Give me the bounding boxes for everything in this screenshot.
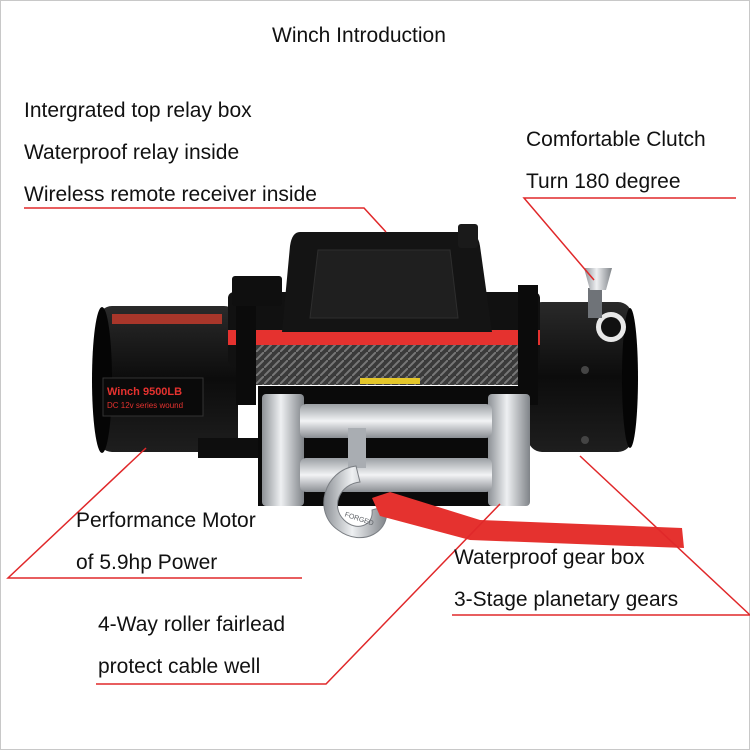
- clutch-knob: [584, 268, 612, 318]
- relay-box: [232, 224, 492, 332]
- motor-callout-line1: Performance Motor: [76, 509, 256, 532]
- red-strap: [372, 492, 684, 548]
- motor-leader-line: [6, 447, 302, 579]
- hook: [323, 428, 388, 539]
- clutch-leader-line: [522, 197, 736, 281]
- gear-box-housing: [528, 302, 638, 452]
- model-label: Winch 9500LB: [107, 386, 183, 398]
- fairlead-callout-line1: 4-Way roller fairlead: [98, 613, 286, 636]
- relay-leader-line: [24, 207, 387, 233]
- relay-callout-line3: Wireless remote receiver inside: [24, 183, 317, 206]
- page-title: Winch Introduction: [272, 24, 446, 47]
- spec-label: DC 12v series wound: [107, 401, 184, 410]
- gear-callout-line2: 3-Stage planetary gears: [454, 588, 679, 611]
- clutch-callout-line1: Comfortable Clutch: [526, 128, 706, 151]
- motor-callout-line2: of 5.9hp Power: [76, 551, 218, 574]
- clutch-callout-line2: Turn 180 degree: [526, 170, 681, 193]
- fairlead-leader-line: [96, 503, 501, 685]
- gear-leader-line: [452, 455, 750, 616]
- relay-callout-line1: Intergrated top relay box: [24, 99, 252, 122]
- fairlead-callout-line2: protect cable well: [98, 655, 261, 678]
- gear-callout-line1: Waterproof gear box: [454, 546, 645, 569]
- relay-callout-line2: Waterproof relay inside: [24, 141, 240, 164]
